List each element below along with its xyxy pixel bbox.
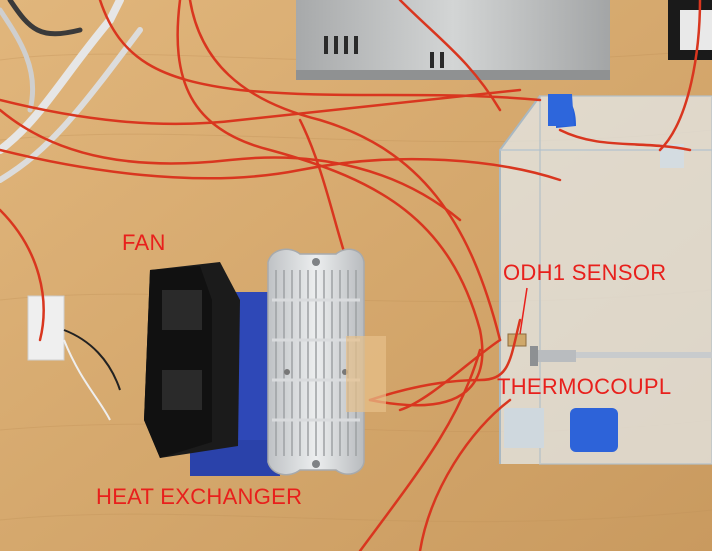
thermocouple-probe [530,346,712,366]
label-heat-exchanger: HEAT EXCHANGER [96,484,303,509]
clear-plastic-box [499,94,712,465]
grey-cables [0,0,143,183]
wooden-block [346,336,386,412]
label-fan: FAN [122,230,166,255]
annotation-pointers [519,287,528,335]
power-supply-unit [296,0,610,80]
label-thermocouple: THERMOCOUPL [497,374,672,399]
cooling-fan [144,262,240,458]
label-odh1-sensor: ODH1 SENSOR [503,260,667,285]
wire-connector [27,295,121,421]
heat-exchanger-heatsink [267,248,365,476]
